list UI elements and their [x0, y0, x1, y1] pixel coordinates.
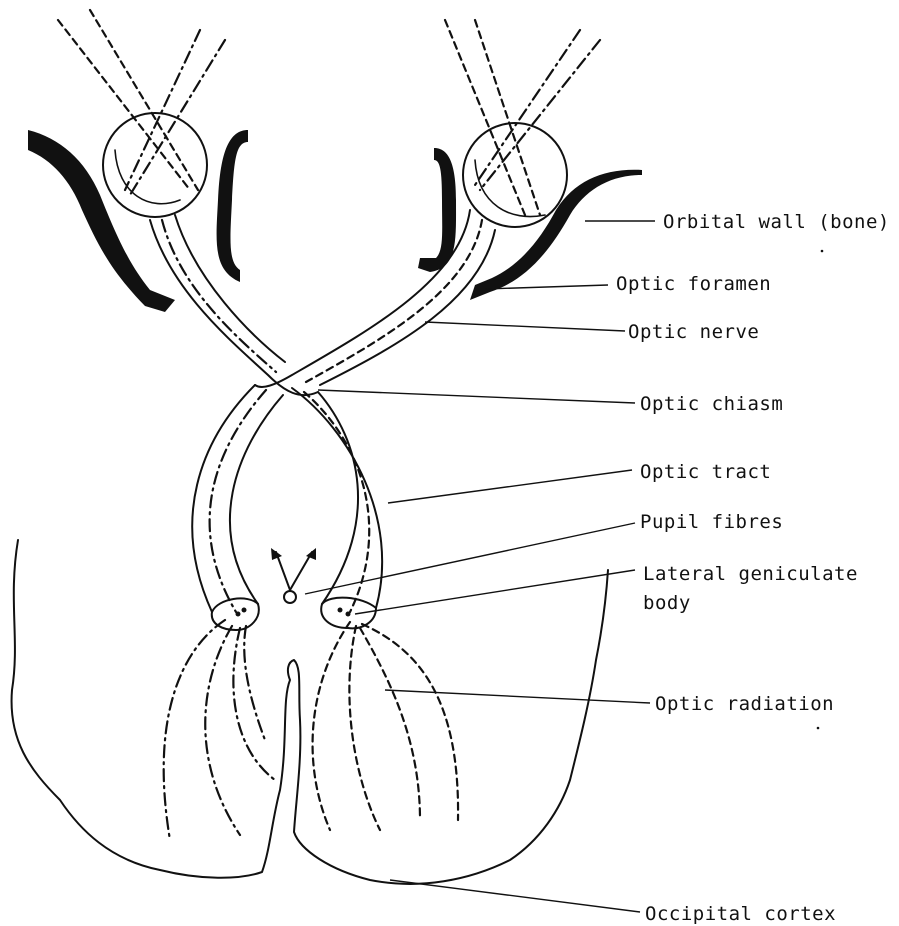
label-optic-tract: Optic tract [640, 461, 771, 483]
optic-radiation-right [313, 622, 459, 830]
lateral-geniculate-left [212, 598, 259, 630]
optic-nerve-left [150, 215, 318, 395]
optic-tract-right [292, 388, 382, 612]
label-optic-foramen: Optic foramen [616, 273, 771, 295]
orbital-bracket-left [217, 130, 248, 282]
label-optic-radiation: Optic radiation [655, 693, 834, 715]
scan-speck [821, 250, 824, 253]
label-lateral-geniculate-line2: body [643, 592, 691, 614]
optic-radiation-left [164, 620, 275, 840]
visual-rays-right [445, 20, 600, 215]
label-optic-chiasm: Optic chiasm [640, 393, 783, 415]
label-pupil-fibres: Pupil fibres [640, 511, 783, 533]
eyeball-left [103, 113, 207, 217]
occipital-cortex-outline [12, 540, 608, 884]
optic-nerve-right [255, 210, 495, 387]
leader-lines [305, 221, 655, 912]
orbital-bracket-right [418, 148, 456, 272]
pupil-fibres-marker [271, 548, 316, 603]
scan-speck [817, 727, 820, 730]
label-optic-nerve: Optic nerve [628, 321, 759, 343]
label-lateral-geniculate-line1: Lateral geniculate [643, 563, 858, 585]
label-occipital-cortex: Occipital cortex [645, 903, 836, 925]
label-orbital-wall: Orbital wall (bone) [663, 211, 890, 233]
optic-tract-left [192, 385, 283, 612]
